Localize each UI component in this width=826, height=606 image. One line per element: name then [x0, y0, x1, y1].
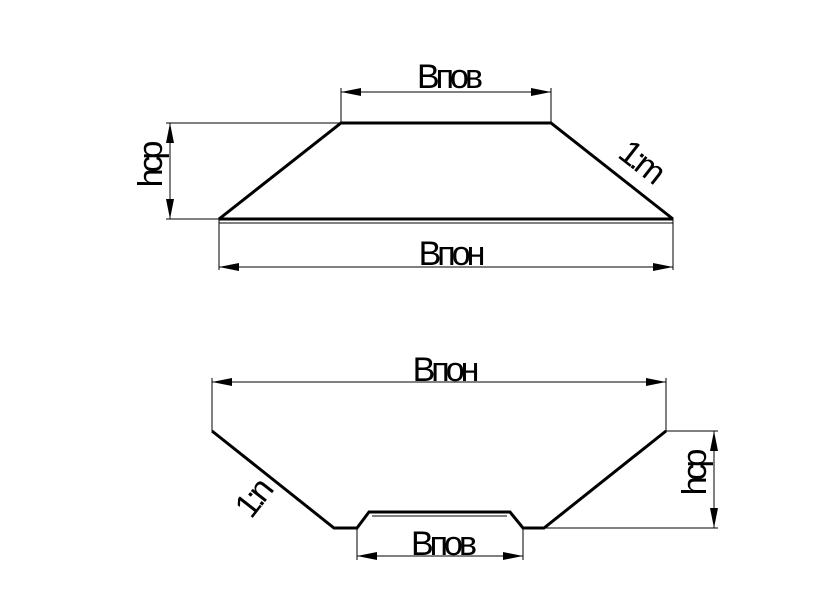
top-figure: Bпов Bпон hср 1:m — [132, 58, 674, 273]
slope-label: 1:m — [611, 133, 672, 192]
cut-bottom-width-label: Bпов — [411, 525, 476, 563]
height-label: hср — [132, 142, 170, 188]
top-width-label: Bпов — [417, 58, 482, 96]
cut-top-width-label: Bпон — [413, 351, 478, 389]
bottom-width-label: Bпон — [419, 235, 484, 273]
cut-height-label: hср — [676, 450, 714, 496]
embankment-outline — [218, 121, 674, 221]
excavation-outline — [211, 429, 667, 530]
bottom-figure: Bпон Bпов hср 1:n — [211, 351, 718, 563]
